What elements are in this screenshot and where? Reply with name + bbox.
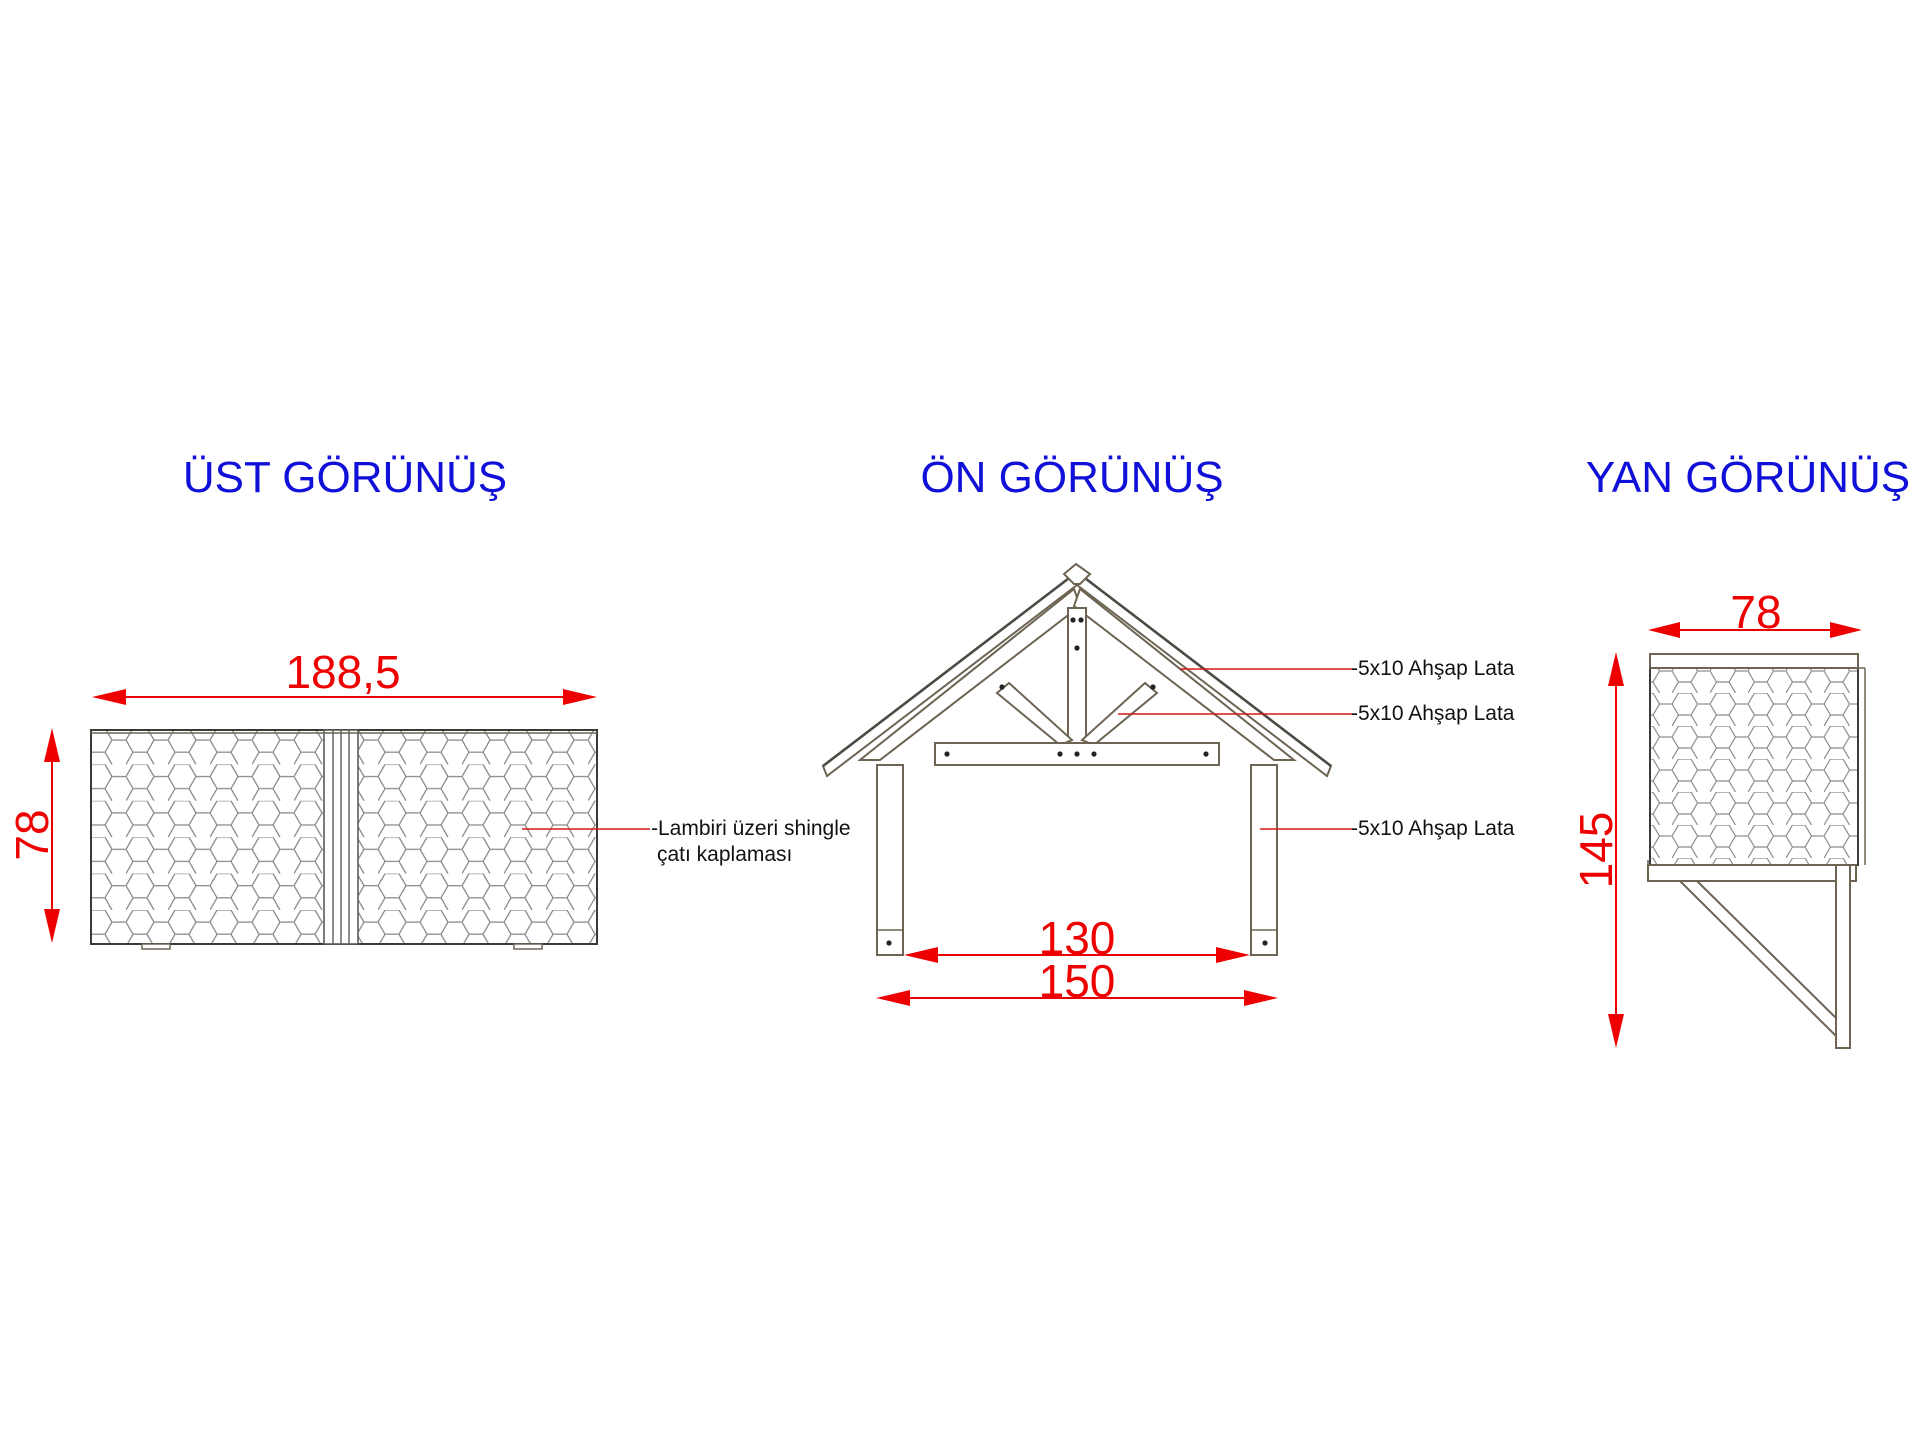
front-outer-dimension: 150	[876, 955, 1278, 1007]
front-label-post: -5x10 Ahşap Lata	[1260, 817, 1515, 840]
top-note-line2: çatı kaplaması	[657, 843, 792, 866]
top-note-line1: -Lambiri üzeri shingle	[651, 817, 851, 840]
front-label-brace: -5x10 Ahşap Lata	[1118, 702, 1515, 725]
side-post	[1835, 864, 1851, 1049]
front-label-rafter: -5x10 Ahşap Lata	[1180, 657, 1515, 680]
top-roof-plan	[90, 729, 598, 950]
front-right-rafter	[1072, 587, 1297, 761]
top-width-value: 188,5	[285, 646, 400, 698]
side-width-dimension: 78	[1648, 586, 1862, 638]
svg-text:-5x10 Ahşap Lata: -5x10 Ahşap Lata	[1351, 657, 1515, 680]
top-roof-note: -Lambiri üzeri shingle çatı kaplaması	[522, 817, 851, 866]
side-height-value: 145	[1570, 812, 1622, 889]
side-bottom-beam	[1647, 864, 1857, 882]
side-width-value: 78	[1730, 586, 1781, 638]
side-view-title: YAN GÖRÜNÜŞ	[1586, 453, 1910, 502]
svg-text:-5x10 Ahşap Lata: -5x10 Ahşap Lata	[1351, 817, 1515, 840]
front-left-brace	[995, 681, 1074, 747]
front-inner-value: 130	[1039, 912, 1116, 964]
svg-text:-5x10 Ahşap Lata: -5x10 Ahşap Lata	[1351, 702, 1515, 725]
front-king-post	[1067, 607, 1087, 745]
front-bolts	[886, 617, 1268, 946]
front-view-title: ÖN GÖRÜNÜŞ	[920, 453, 1223, 502]
top-height-value: 78	[6, 809, 58, 860]
side-roof-panel	[1649, 653, 1866, 866]
top-height-dimension: 78	[6, 728, 60, 943]
top-view-title: ÜST GÖRÜNÜŞ	[183, 453, 507, 502]
side-height-dimension: 145	[1570, 652, 1624, 1048]
front-inner-dimension: 130	[904, 912, 1250, 964]
front-left-post	[876, 764, 904, 956]
side-diagonal-brace	[1677, 880, 1837, 1039]
front-right-post	[1250, 764, 1278, 956]
top-view: ÜST GÖRÜNÜŞ 188,5 78	[6, 453, 851, 950]
front-view: ÖN GÖRÜNÜŞ	[821, 453, 1515, 1007]
front-outer-value: 150	[1039, 955, 1116, 1007]
side-view: YAN GÖRÜNÜŞ 78 145	[1570, 453, 1910, 1049]
top-width-dimension: 188,5	[92, 646, 597, 705]
